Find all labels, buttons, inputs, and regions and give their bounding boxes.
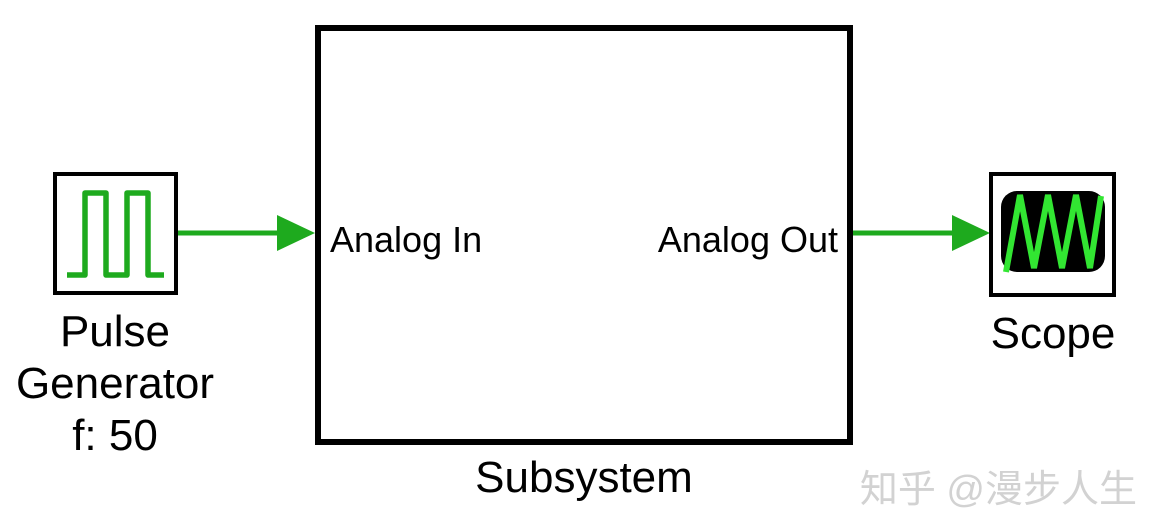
pulse-generator-block[interactable] bbox=[53, 172, 178, 295]
port-label-analog-out: Analog Out bbox=[657, 219, 838, 260]
triangle-wave-icon bbox=[1003, 194, 1104, 273]
subsystem-block[interactable]: Analog In Analog Out bbox=[315, 25, 853, 445]
arrowhead-icon bbox=[277, 215, 315, 251]
subsystem-label: Subsystem bbox=[475, 453, 693, 502]
scope-screen bbox=[1001, 191, 1105, 273]
square-wave-icon bbox=[67, 190, 164, 278]
pulse-generator-label-line2: Generator bbox=[15, 359, 215, 408]
watermark: 知乎 @漫步人生 bbox=[859, 469, 1137, 511]
scope-label: Scope bbox=[990, 309, 1116, 358]
pulse-generator-label: Pulse Generator f: 50 bbox=[0, 306, 230, 462]
signal-line-subsystem-to-scope[interactable] bbox=[852, 213, 992, 253]
pulse-generator-label-line3: f: 50 bbox=[72, 411, 158, 460]
port-label-analog-in: Analog In bbox=[330, 219, 483, 260]
arrowhead-icon bbox=[952, 215, 990, 251]
scope-block[interactable] bbox=[989, 172, 1116, 297]
pulse-generator-label-line1: Pulse bbox=[59, 307, 171, 356]
signal-line-pulse-to-subsystem[interactable] bbox=[177, 213, 317, 253]
